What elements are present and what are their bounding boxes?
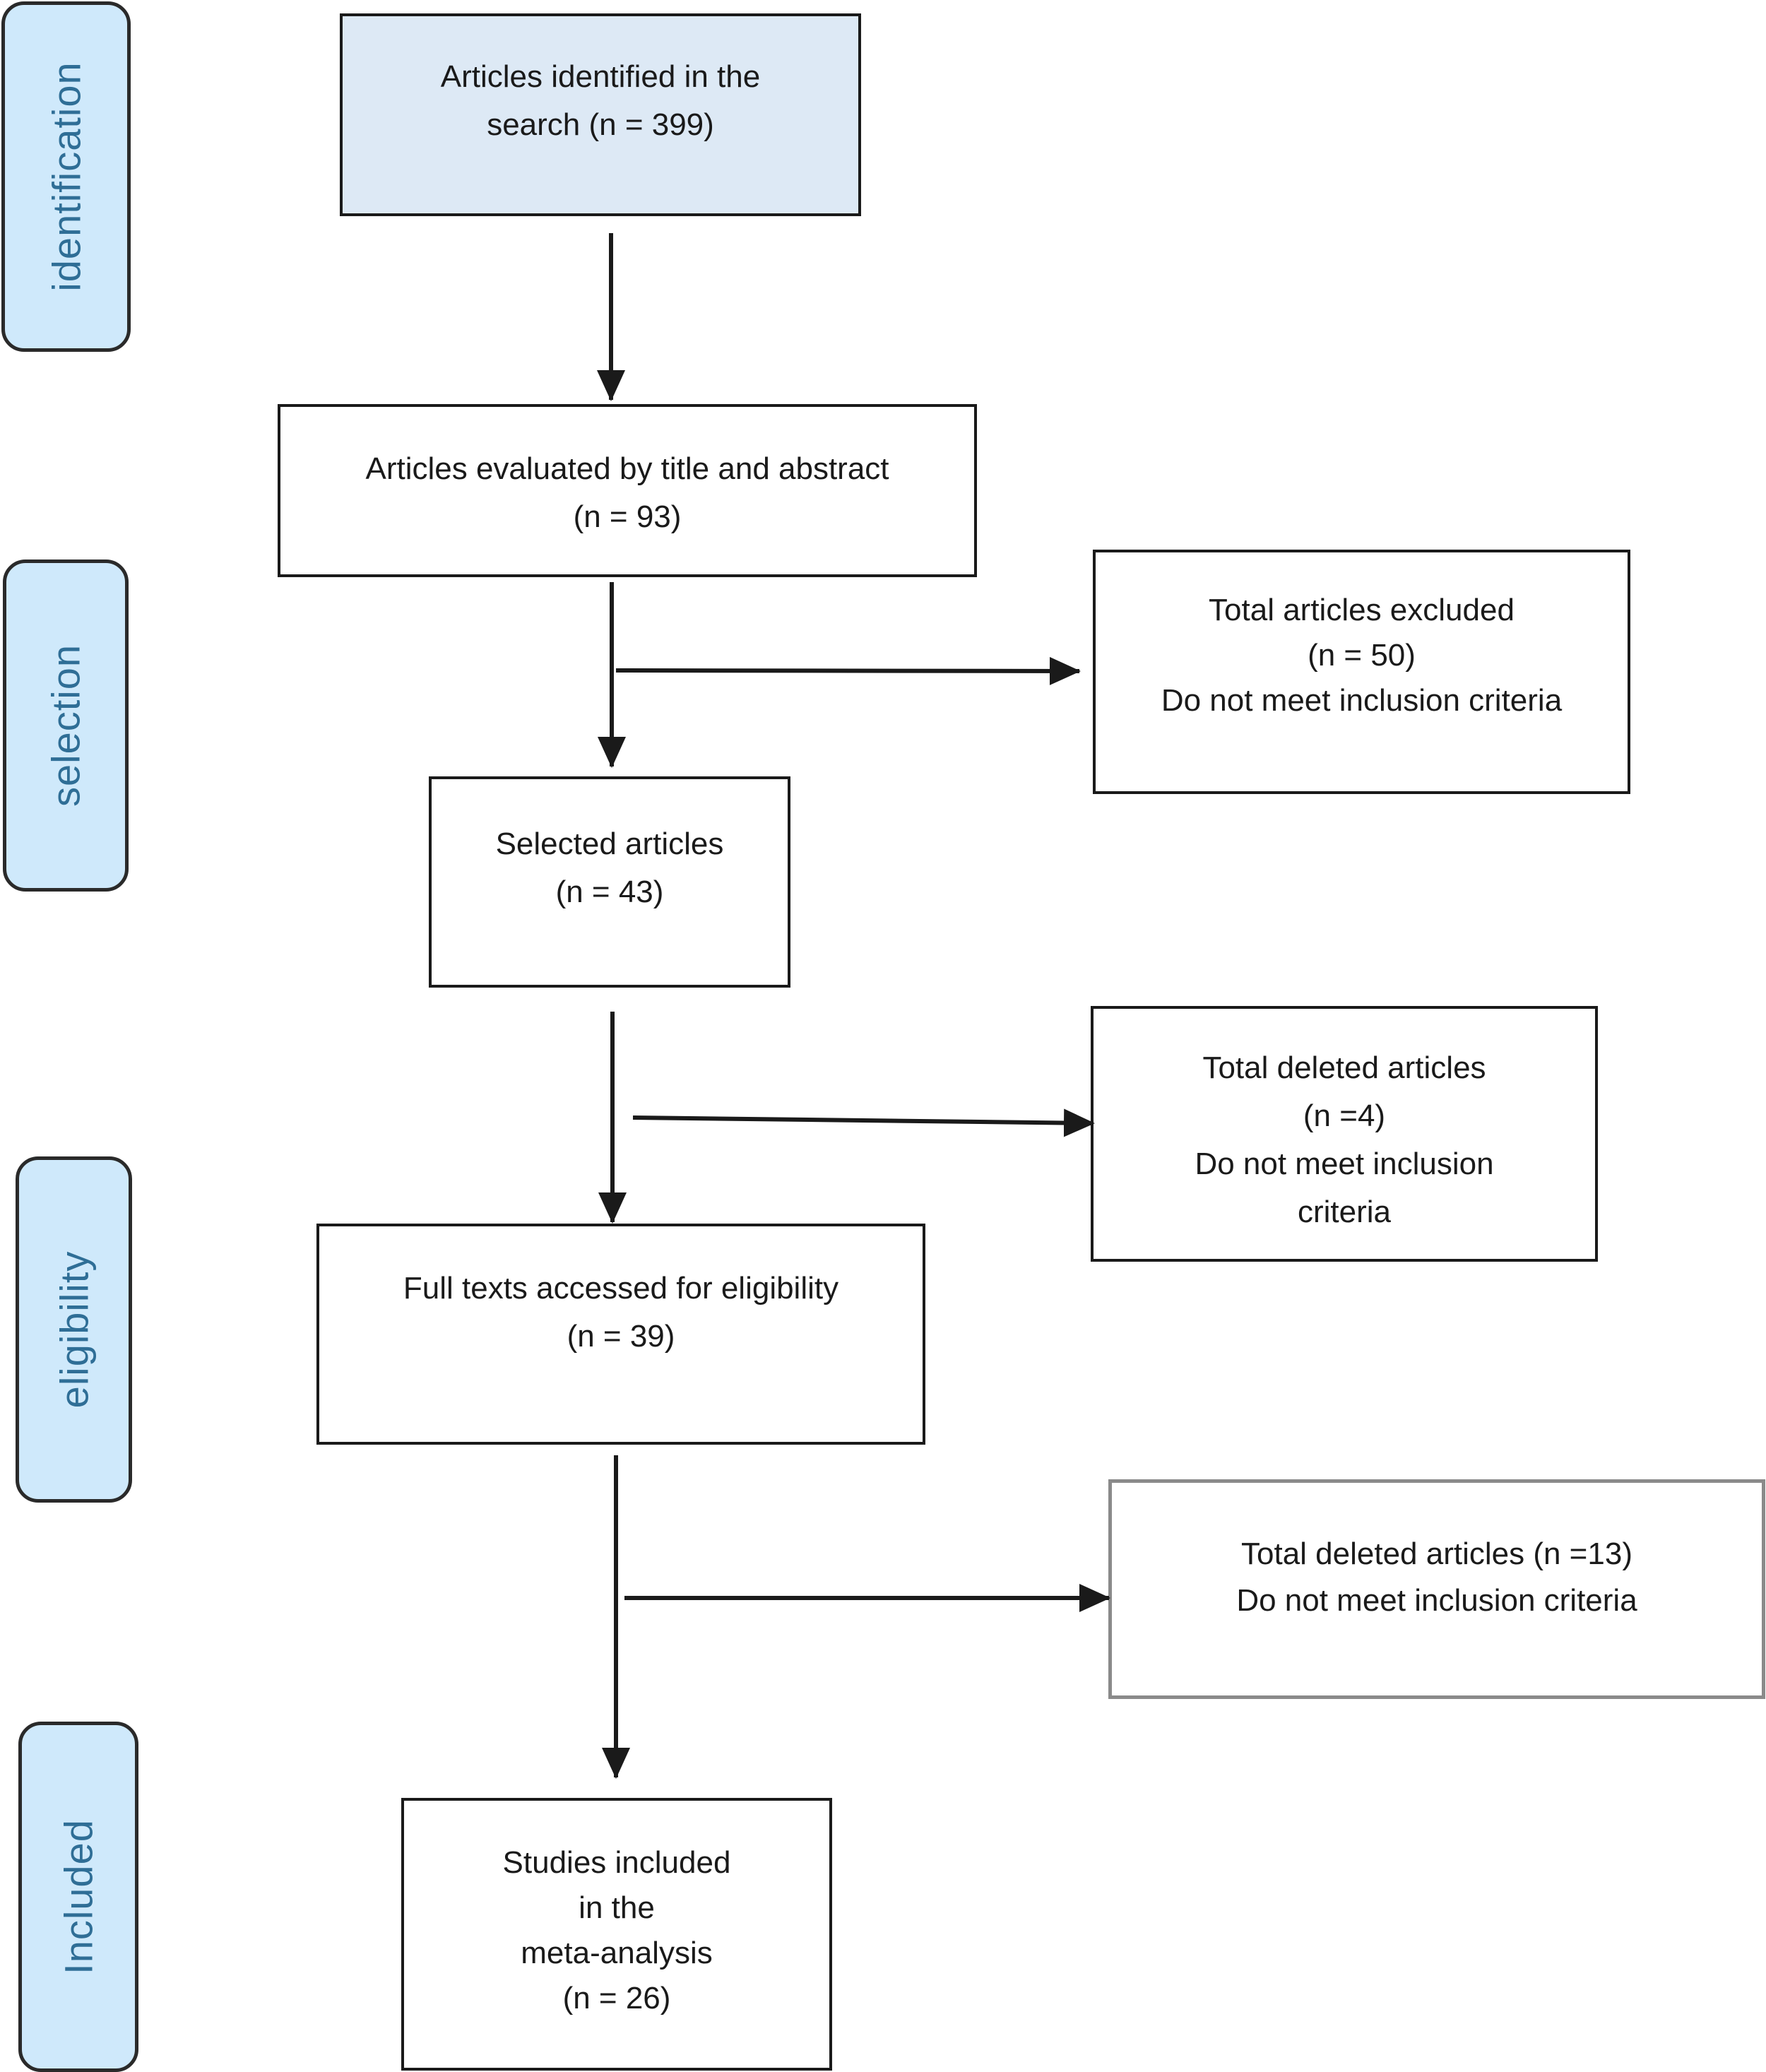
box-articles-identified: Articles identified in the search (n = 3… (340, 13, 861, 216)
box-text: Do not meet inclusion (1195, 1147, 1494, 1181)
box-text: Selected articles (495, 827, 724, 861)
box-text: (n = 26) (562, 1981, 671, 2015)
box-total-deleted-articles-2: Total deleted articles (n =13) Do not me… (1108, 1479, 1765, 1699)
box-text: in the (579, 1890, 655, 1925)
box-text: Total deleted articles (1202, 1050, 1486, 1085)
box-text: Full texts accessed for eligibility (403, 1271, 839, 1306)
phase-tab-eligibility: eligibility (16, 1156, 132, 1503)
phase-tab-included: Included (18, 1722, 138, 2072)
box-text: search (n = 399) (487, 107, 714, 142)
box-text: Total deleted articles (n =13) (1241, 1537, 1632, 1571)
box-studies-included: Studies included in the meta-analysis (n… (401, 1798, 832, 2071)
arrow-to-excluded-1 (615, 656, 1081, 685)
box-articles-evaluated: Articles evaluated by title and abstract… (278, 404, 977, 577)
box-text: (n = 43) (555, 875, 664, 909)
box-text: (n = 39) (567, 1319, 675, 1354)
box-text: (n =4) (1303, 1099, 1386, 1133)
phase-tab-selection: selection (3, 560, 129, 892)
box-text: (n = 50) (1308, 638, 1416, 673)
box-total-deleted-articles-1: Total deleted articles (n =4) Do not mee… (1091, 1006, 1598, 1262)
box-text: Studies included (502, 1845, 731, 1880)
box-text: meta-analysis (521, 1936, 713, 1970)
box-text: criteria (1297, 1195, 1392, 1229)
phase-tab-identification: identification (1, 1, 131, 352)
arrow-to-deleted-1 (632, 1108, 1095, 1137)
box-text: Total articles excluded (1209, 593, 1515, 627)
box-text: Do not meet inclusion criteria (1236, 1583, 1637, 1618)
box-full-texts-eligibility: Full texts accessed for eligibility (n =… (316, 1224, 925, 1445)
box-total-articles-excluded: Total articles excluded (n = 50) Do not … (1093, 550, 1630, 794)
box-text: (n = 93) (573, 499, 682, 534)
box-text: Do not meet inclusion criteria (1161, 683, 1563, 718)
box-text: Articles evaluated by title and abstract (365, 451, 889, 486)
box-selected-articles: Selected articles (n = 43) (429, 776, 790, 988)
box-text: Articles identified in the (440, 59, 761, 94)
